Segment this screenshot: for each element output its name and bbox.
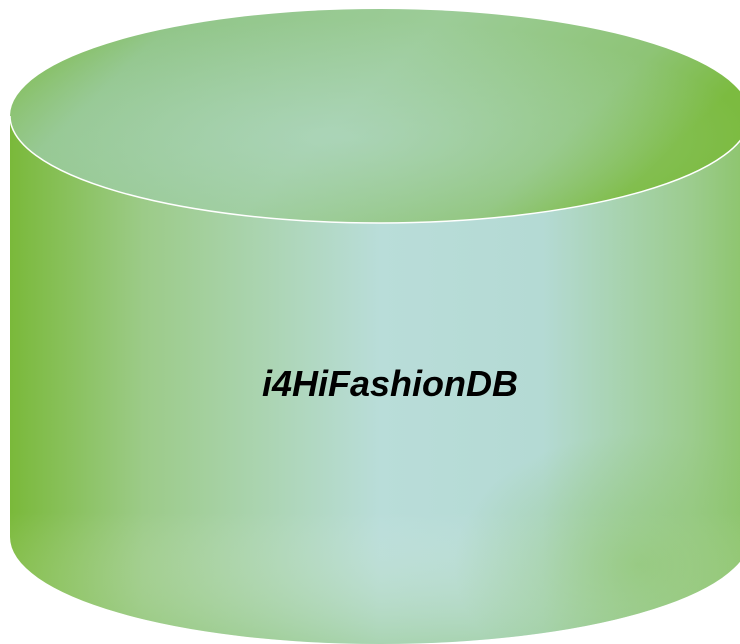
cylinder-rim — [9, 115, 740, 224]
cylinder-body-glow — [10, 116, 740, 644]
cylinder-top-glow — [10, 9, 740, 223]
database-name-label: i4HiFashionDB — [261, 363, 519, 404]
